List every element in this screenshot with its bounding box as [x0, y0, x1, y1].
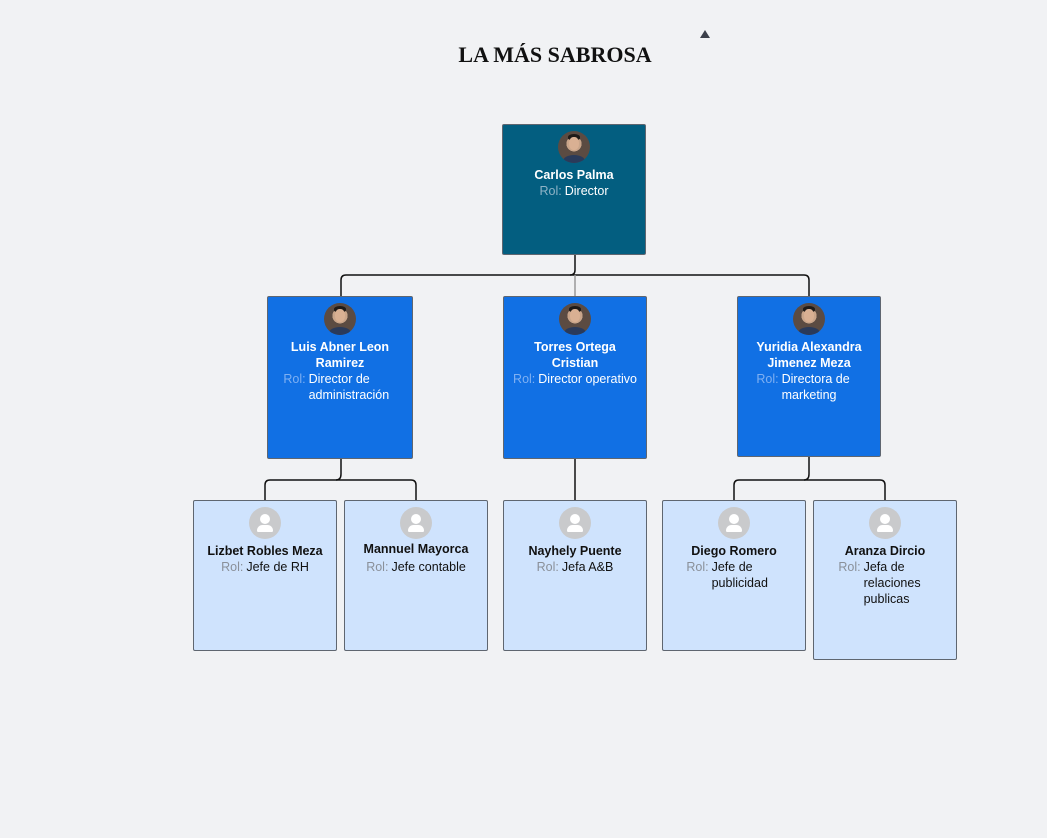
person-name: Diego Romero	[691, 544, 777, 558]
role-value: Jefe de RH	[246, 560, 309, 574]
person-name: Yuridia Alexandra Jimenez Meza	[756, 340, 862, 370]
connector-d1-left	[264, 479, 341, 501]
avatar-photo	[324, 303, 356, 335]
person-name: Nayhely Puente	[528, 544, 622, 558]
org-card-staff[interactable]: Mannuel Mayorca Rol:Jefe contable	[344, 500, 488, 651]
org-card-staff[interactable]: Nayhely Puente Rol:Jefa A&B	[503, 500, 647, 651]
person-name: Aranza Dircio	[844, 544, 926, 558]
role-value: Jefa A&B	[561, 560, 614, 574]
role-value: Jefe de publicidad	[711, 560, 768, 590]
person-name: Lizbet Robles Meza	[207, 544, 323, 558]
connector-d1-right	[341, 479, 417, 501]
person-role: Rol:Jefa de relaciones publicas	[814, 559, 956, 607]
person-role: Rol:Director	[503, 183, 645, 199]
role-value: Director de administración	[308, 372, 390, 402]
person-name: Carlos Palma	[534, 168, 614, 182]
role-label: Rol:	[838, 560, 861, 574]
user-placeholder-icon	[400, 507, 432, 539]
person-role: Rol:Jefe contable	[345, 559, 487, 575]
person-role: Rol:Director operativo	[504, 371, 646, 387]
user-placeholder-icon	[559, 507, 591, 539]
org-card-staff[interactable]: Lizbet Robles Meza Rol:Jefe de RH	[193, 500, 337, 651]
triangle-up-icon[interactable]	[700, 30, 710, 38]
role-label: Rol:	[756, 372, 779, 386]
person-name: Mannuel Mayorca	[363, 542, 469, 556]
connector-root-right	[575, 274, 810, 297]
role-value: Jefe contable	[391, 560, 466, 574]
person-name: Luis Abner Leon Ramirez	[290, 340, 390, 370]
avatar-photo	[558, 131, 590, 163]
person-role: Rol:Jefa A&B	[504, 559, 646, 575]
org-card-director[interactable]: Torres Ortega Cristian Rol:Director oper…	[503, 296, 647, 459]
role-label: Rol:	[539, 184, 562, 198]
role-value: Jefa de relaciones publicas	[863, 560, 921, 606]
org-card-director[interactable]: Yuridia Alexandra Jimenez Meza Rol:Direc…	[737, 296, 881, 457]
user-placeholder-icon	[869, 507, 901, 539]
role-label: Rol:	[283, 372, 306, 386]
org-card-staff[interactable]: Diego Romero Rol:Jefe de publicidad	[662, 500, 806, 651]
connector-d3-right	[809, 479, 886, 501]
chart-title: LA MÁS SABROSA	[458, 42, 652, 67]
person-role: Rol:Jefe de publicidad	[663, 559, 805, 591]
avatar-photo	[559, 303, 591, 335]
role-value: Director operativo	[538, 372, 637, 386]
org-card-root[interactable]: Carlos Palma Rol:Director	[502, 124, 646, 255]
person-role: Rol:Jefe de RH	[194, 559, 336, 575]
org-card-director[interactable]: Luis Abner Leon Ramirez Rol:Director de …	[267, 296, 413, 459]
role-label: Rol:	[686, 560, 709, 574]
role-value: Directora de marketing	[781, 372, 850, 402]
org-card-staff[interactable]: Aranza Dircio Rol:Jefa de relaciones pub…	[813, 500, 957, 660]
connector-d3-left	[733, 479, 809, 501]
connector-root-left	[340, 274, 575, 297]
role-label: Rol:	[536, 560, 559, 574]
user-placeholder-icon	[718, 507, 750, 539]
user-placeholder-icon	[249, 507, 281, 539]
connector-d3-stem	[803, 457, 810, 481]
connector-d1-stem	[335, 459, 342, 481]
connector-root-stem	[569, 255, 576, 276]
person-name: Torres Ortega Cristian	[534, 340, 616, 370]
person-role: Rol:Director de administración	[268, 371, 412, 403]
role-label: Rol:	[366, 560, 389, 574]
role-label: Rol:	[221, 560, 244, 574]
avatar-photo	[793, 303, 825, 335]
person-role: Rol:Directora de marketing	[738, 371, 880, 403]
role-value: Director	[564, 184, 609, 198]
role-label: Rol:	[513, 372, 536, 386]
